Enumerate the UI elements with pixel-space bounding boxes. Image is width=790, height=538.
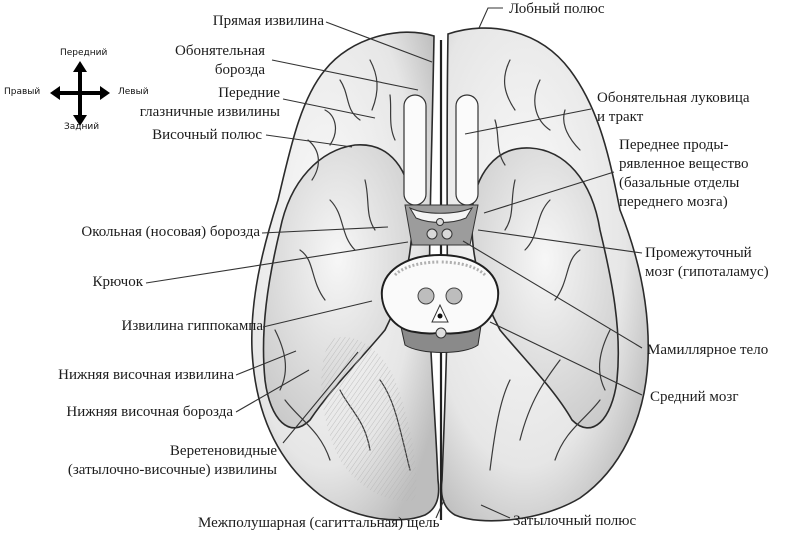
label-anterior-perforated-line1: Переднее проды- [619, 137, 729, 153]
label-olfactory-sulcus-line2: борозда [214, 62, 265, 78]
label-inferior-temporal-sulcus: Нижняя височная борозда [66, 404, 233, 420]
label-mammillary-body: Мамиллярное тело [647, 342, 769, 358]
compass-posterior-label: Задний [64, 122, 100, 132]
label-frontal-pole: Лобный полюс [509, 1, 605, 17]
label-occipital-pole: Затылочный полюс [513, 513, 637, 529]
label-orbital-gyri-line1: Передние [218, 85, 280, 101]
label-olfactory-sulcus-line1: Обонятельная [174, 43, 265, 59]
label-uncus: Крючок [92, 274, 143, 290]
label-parahippocampal-gyrus: Извилина гиппокампа [121, 318, 263, 334]
label-longitudinal-fissure: Межполушарная (сагиттальная) щель [198, 515, 440, 531]
label-rhinal-sulcus: Окольная (носовая) борозда [81, 224, 260, 240]
label-temporal-pole: Височный полюс [152, 127, 262, 143]
label-fusiform-gyri-line1: Веретеновидные [169, 443, 277, 459]
compass-left-label: Левый [118, 87, 149, 97]
orientation-compass [50, 61, 110, 126]
leader-lines [145, 7, 643, 519]
label-gyrus-rectus: Прямая извилина [212, 13, 324, 29]
label-anterior-perforated-line2: рявленное вещество [619, 156, 749, 172]
label-inferior-temporal-gyrus: Нижняя височная извилина [58, 367, 234, 383]
label-anterior-perforated-line3: (базальные отделы [619, 175, 740, 191]
compass-right-label: Правый [4, 87, 41, 97]
label-orbital-gyri-line2: глазничные извилины [139, 104, 280, 120]
label-fusiform-gyri-line2: (затылочно-височные) извилины [67, 462, 277, 478]
label-olfactory-bulb-line2: и тракт [597, 109, 644, 125]
label-midbrain: Средний мозг [650, 389, 739, 405]
label-olfactory-bulb-line1: Обонятельная луковица [597, 90, 750, 106]
label-diencephalon-line2: мозг (гипоталамус) [645, 264, 769, 280]
compass-anterior-label: Передний [60, 48, 108, 58]
label-anterior-perforated-line4: переднего мозга) [619, 194, 728, 210]
label-diencephalon-line1: Промежуточный [645, 245, 752, 261]
brain-illustration [250, 27, 650, 522]
